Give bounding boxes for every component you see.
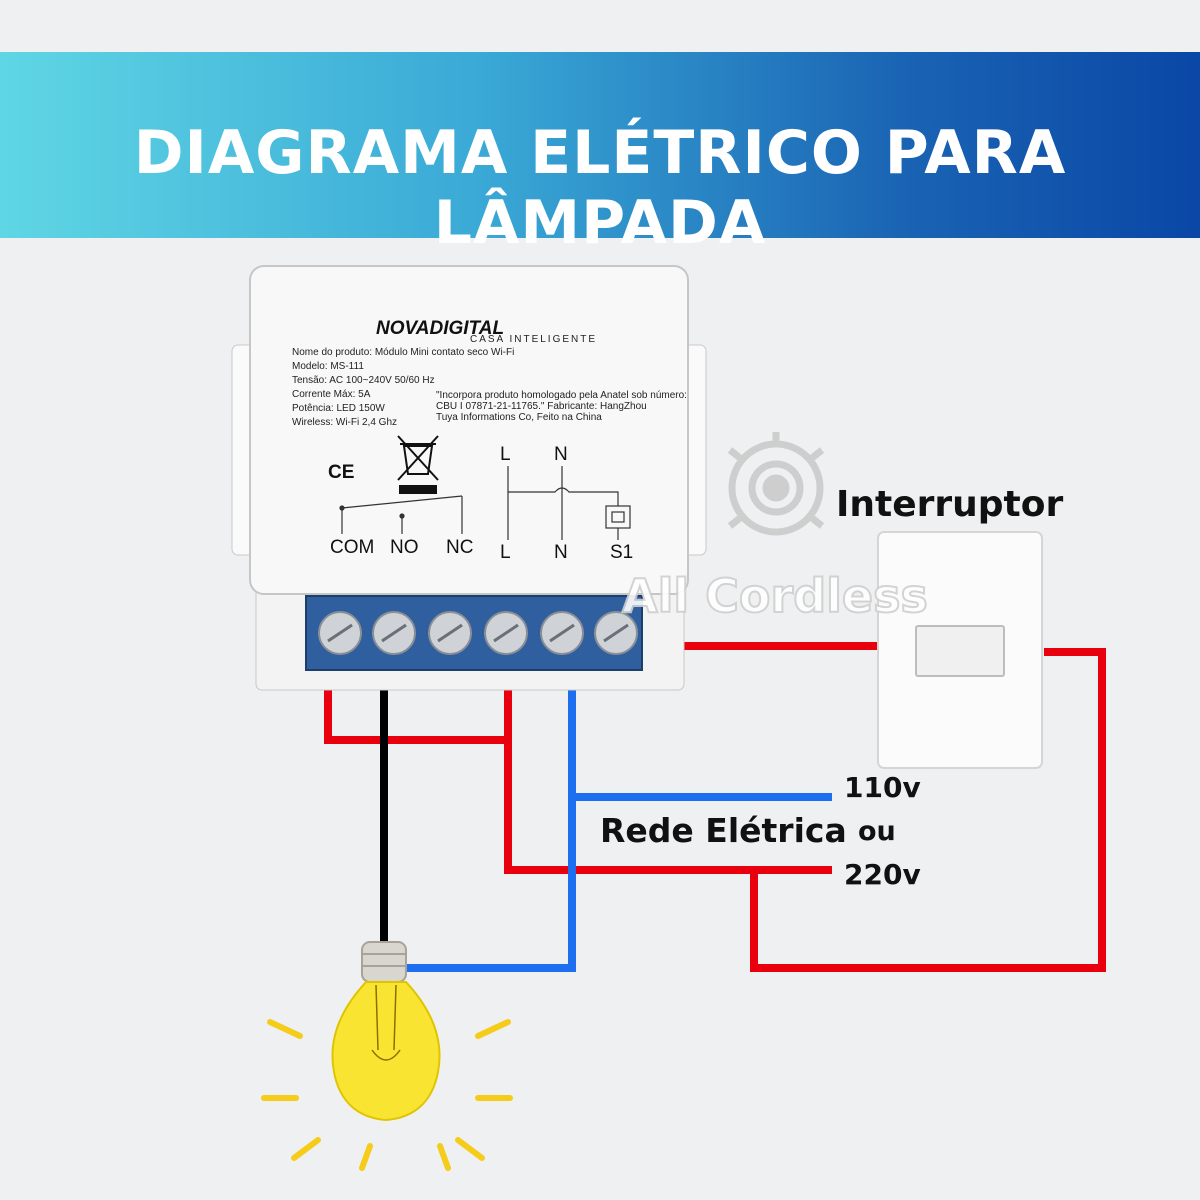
screw-slot [437,623,463,643]
page-title: DIAGRAMA ELÉTRICO PARA LÂMPADA [133,118,1067,258]
voltage-110-label: 110v [844,771,921,804]
neutral-wire-network [568,680,832,801]
spec-line: Potência: LED 150W [292,403,385,414]
screw-slot [603,623,629,643]
wall-switch [877,531,1043,769]
light-bulb-icon [331,941,441,1122]
screw-slot [493,623,519,643]
wires [324,642,1106,972]
circuit-label-l-bottom: L [500,542,511,563]
phase-wire-switch-return [750,648,1106,972]
ce-mark-icon: CE [328,462,354,483]
light-rays [261,1019,513,1171]
circuit-label-l-top: L [500,444,511,465]
brand-logo: NOVADIGITAL [376,318,504,339]
anatel-line: CBU I 07871-21-11765." Fabricante: HangZ… [436,401,647,412]
relay-label-nc: NC [446,537,473,558]
weee-bin-icon [397,435,439,494]
network-label: Rede Elétrica [600,811,847,850]
terminal-screws [318,611,638,655]
phase-wire-line [504,680,832,874]
circuit-label-n-top: N [554,444,568,465]
screw-slot [381,623,407,643]
anatel-line: Tuya Informations Co, Feito na China [436,412,602,423]
spec-line: Tensão: AC 100~240V 50/60 Hz [292,375,435,386]
brand-subtitle: CASA INTELIGENTE [470,334,597,345]
phase-wire-com-jumper [324,680,505,744]
watermark-text: All Cordless [622,569,928,623]
spec-line: Wireless: Wi-Fi 2,4 Ghz [292,417,397,428]
relay-label-com: COM [330,537,374,558]
neutral-wire-lamp [388,797,576,972]
title-banner [0,52,1200,238]
voltage-or-label: ou [858,816,896,847]
spec-line: Corrente Máx: 5A [292,389,371,400]
circuit-label-s1: S1 [610,542,633,563]
switch-rocker [915,625,1005,677]
anatel-line: "Incorpora produto homologado pela Anate… [436,390,687,401]
spec-line: Nome do produto: Módulo Mini contato sec… [292,347,514,358]
spec-line: Modelo: MS-111 [292,361,364,372]
circuit-schematic [507,466,631,540]
watermark-logo-icon [727,432,825,536]
circuit-label-n-bottom: N [554,542,568,563]
voltage-220-label: 220v [844,858,921,891]
relay-module: NOVADIGITAL CASA INTELIGENTE Nome do pro… [231,265,707,691]
relay-label-no: NO [390,537,419,558]
screw-slot [327,623,353,643]
screw-slot [549,623,575,643]
switch-label: Interruptor [836,484,1063,525]
relay-schematic [339,495,463,534]
